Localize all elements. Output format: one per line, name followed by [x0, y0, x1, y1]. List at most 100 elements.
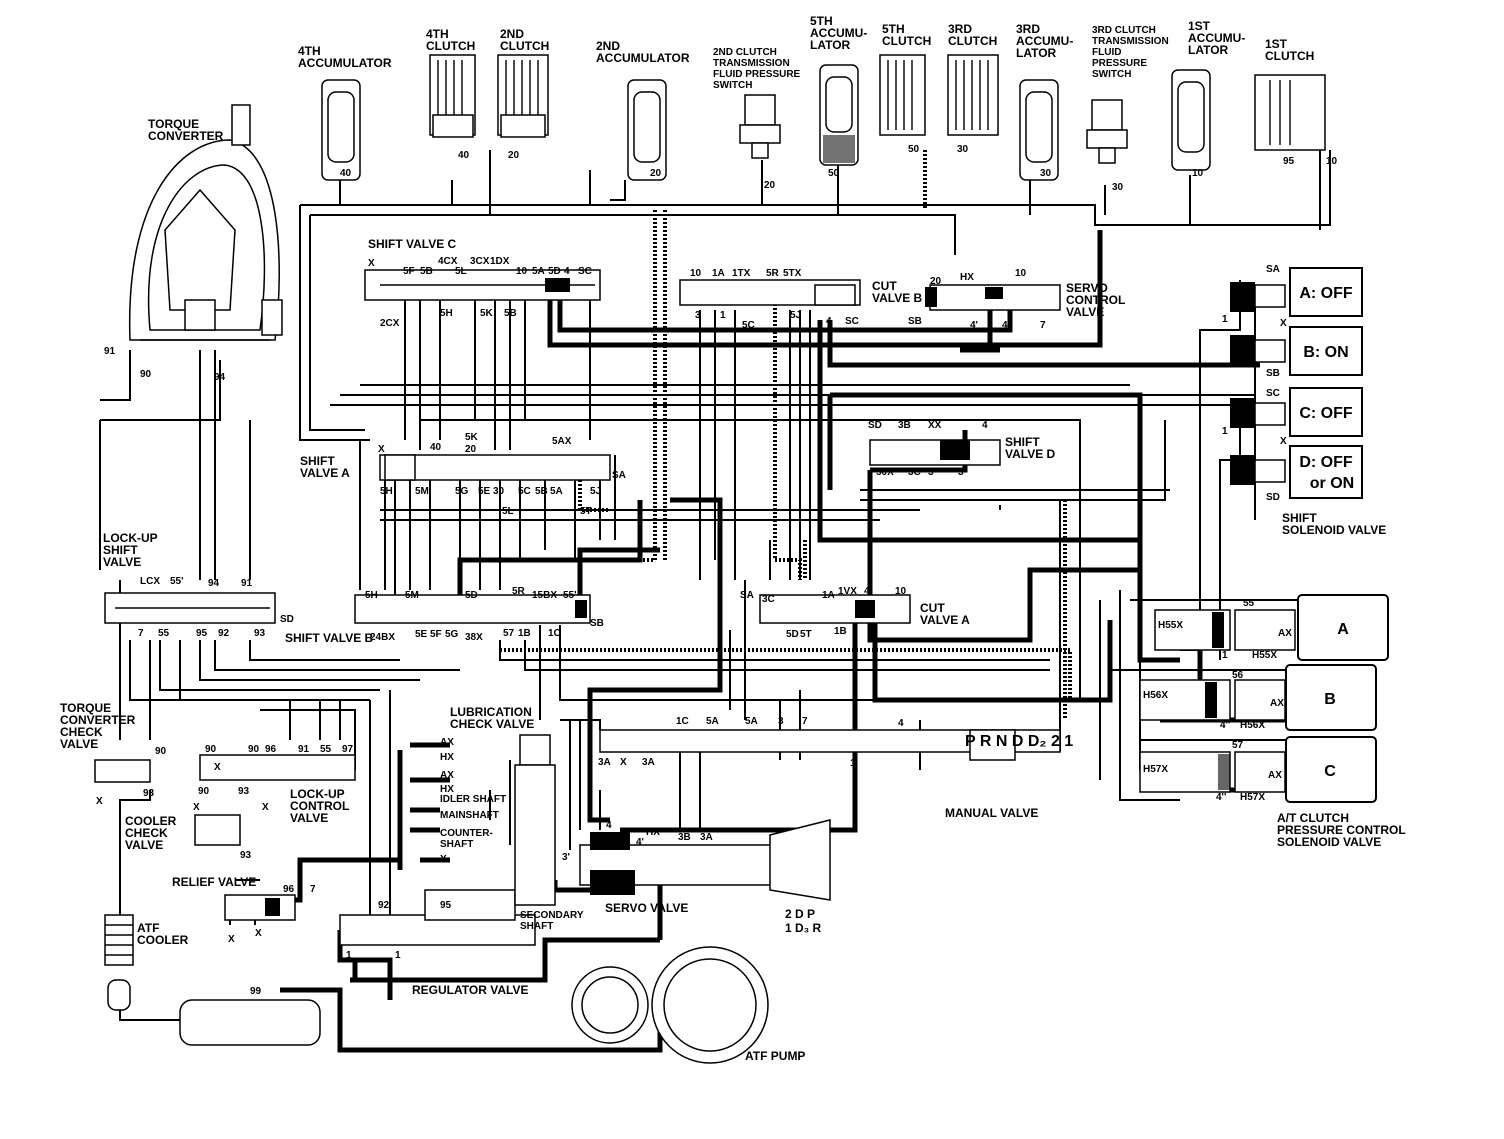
svg-text:3CX: 3CX [470, 256, 490, 267]
svg-text:H55X: H55X [1252, 650, 1277, 661]
svg-text:3: 3 [958, 467, 964, 478]
svg-text:10: 10 [516, 266, 528, 277]
svg-text:AX: AX [440, 737, 454, 748]
svg-text:3B: 3B [898, 420, 911, 431]
solenoid-d-state-line2: or ON [1310, 475, 1354, 492]
svg-text:95: 95 [1283, 156, 1295, 167]
svg-text:5L: 5L [455, 266, 467, 277]
svg-text:3': 3' [928, 467, 936, 478]
solenoid-state-d: D: OFF or ON [1289, 445, 1363, 499]
svg-text:5TX: 5TX [783, 268, 802, 279]
svg-text:93: 93 [240, 850, 252, 861]
svg-text:SB: SB [908, 316, 922, 327]
lubrication-check-valve [514, 734, 556, 906]
clutch-1st [1254, 74, 1326, 151]
svg-text:10: 10 [1192, 168, 1204, 179]
svg-text:5B: 5B [535, 486, 548, 497]
svg-text:SD: SD [280, 614, 294, 625]
accumulator-4th [321, 79, 361, 181]
svg-text:5H: 5H [380, 486, 393, 497]
svg-text:20: 20 [930, 276, 942, 287]
svg-text:96: 96 [265, 744, 277, 755]
svg-text:5E: 5E [478, 486, 491, 497]
svg-text:50: 50 [828, 168, 840, 179]
svg-text:XX: XX [928, 420, 942, 431]
label-mainshaft: MAINSHAFT [440, 810, 499, 821]
svg-text:93: 93 [238, 786, 250, 797]
svg-text:4: 4 [898, 718, 904, 729]
accumulator-5th [819, 64, 859, 166]
svg-text:90: 90 [198, 786, 210, 797]
clutch-2nd [497, 54, 549, 138]
svg-text:90: 90 [248, 744, 260, 755]
svg-text:3C: 3C [908, 467, 921, 478]
svg-text:90: 90 [140, 369, 152, 380]
torque-converter [128, 104, 283, 341]
shift-valve-b [354, 594, 591, 624]
svg-text:4: 4 [606, 820, 612, 831]
svg-text:SA: SA [740, 590, 754, 601]
svg-text:94: 94 [208, 578, 220, 589]
svg-text:X: X [440, 854, 447, 865]
svg-text:3A: 3A [700, 832, 713, 843]
accumulator-2nd [627, 79, 667, 181]
label-servo-valve: SERVO VALVE [605, 901, 688, 915]
svg-text:92: 92 [218, 628, 230, 639]
svg-text:SB: SB [590, 618, 604, 629]
pressure-switch-3rd [1086, 99, 1128, 164]
passage-numbers: 40 40 20 20 20 50 50 30 30 30 10 95 10 9… [96, 144, 1338, 997]
svg-text:57: 57 [503, 628, 515, 639]
svg-text:1: 1 [1222, 426, 1228, 437]
label-countershaft: COUNTER-SHAFT [440, 828, 493, 850]
svg-text:97: 97 [342, 744, 354, 755]
svg-text:20: 20 [508, 150, 520, 161]
svg-text:5R: 5R [766, 268, 780, 279]
svg-text:1DX: 1DX [490, 256, 510, 267]
svg-text:56: 56 [1232, 670, 1244, 681]
svg-text:5A: 5A [532, 266, 545, 277]
svg-text:30: 30 [1040, 168, 1052, 179]
svg-text:SC: SC [1266, 388, 1280, 399]
svg-text:10: 10 [690, 268, 702, 279]
svg-text:5F: 5F [403, 266, 415, 277]
svg-text:5J: 5J [790, 310, 801, 321]
shift-valve-d [869, 439, 1001, 466]
svg-text:AX: AX [1268, 770, 1282, 781]
pipe-network [99, 150, 1331, 1021]
svg-text:57: 57 [1232, 740, 1244, 751]
svg-text:20: 20 [465, 444, 477, 455]
svg-text:7: 7 [802, 716, 808, 727]
svg-text:3A: 3A [642, 757, 655, 768]
solenoid-b-state: B: ON [1303, 344, 1348, 361]
svg-text:1A: 1A [712, 268, 725, 279]
svg-text:10: 10 [1326, 156, 1338, 167]
svg-text:4'': 4'' [1220, 720, 1230, 731]
svg-text:93: 93 [143, 788, 155, 799]
svg-text:4CX: 4CX [438, 256, 458, 267]
svg-text:4': 4' [636, 837, 644, 848]
svg-text:40: 40 [340, 168, 352, 179]
svg-text:1: 1 [395, 950, 401, 961]
svg-text:20: 20 [650, 168, 662, 179]
svg-text:5F: 5F [430, 629, 442, 640]
svg-text:1A: 1A [822, 590, 835, 601]
svg-text:55: 55 [1243, 598, 1255, 609]
svg-text:X: X [193, 802, 200, 813]
svg-text:4: 4 [1002, 320, 1008, 331]
svg-text:3B: 3B [678, 832, 691, 843]
lock-up-control-valve [199, 754, 356, 781]
svg-text:5E: 5E [415, 629, 428, 640]
svg-text:7: 7 [138, 628, 144, 639]
label-relief-valve: RELIEF VALVE [172, 875, 256, 889]
svg-text:5D: 5D [465, 590, 478, 601]
